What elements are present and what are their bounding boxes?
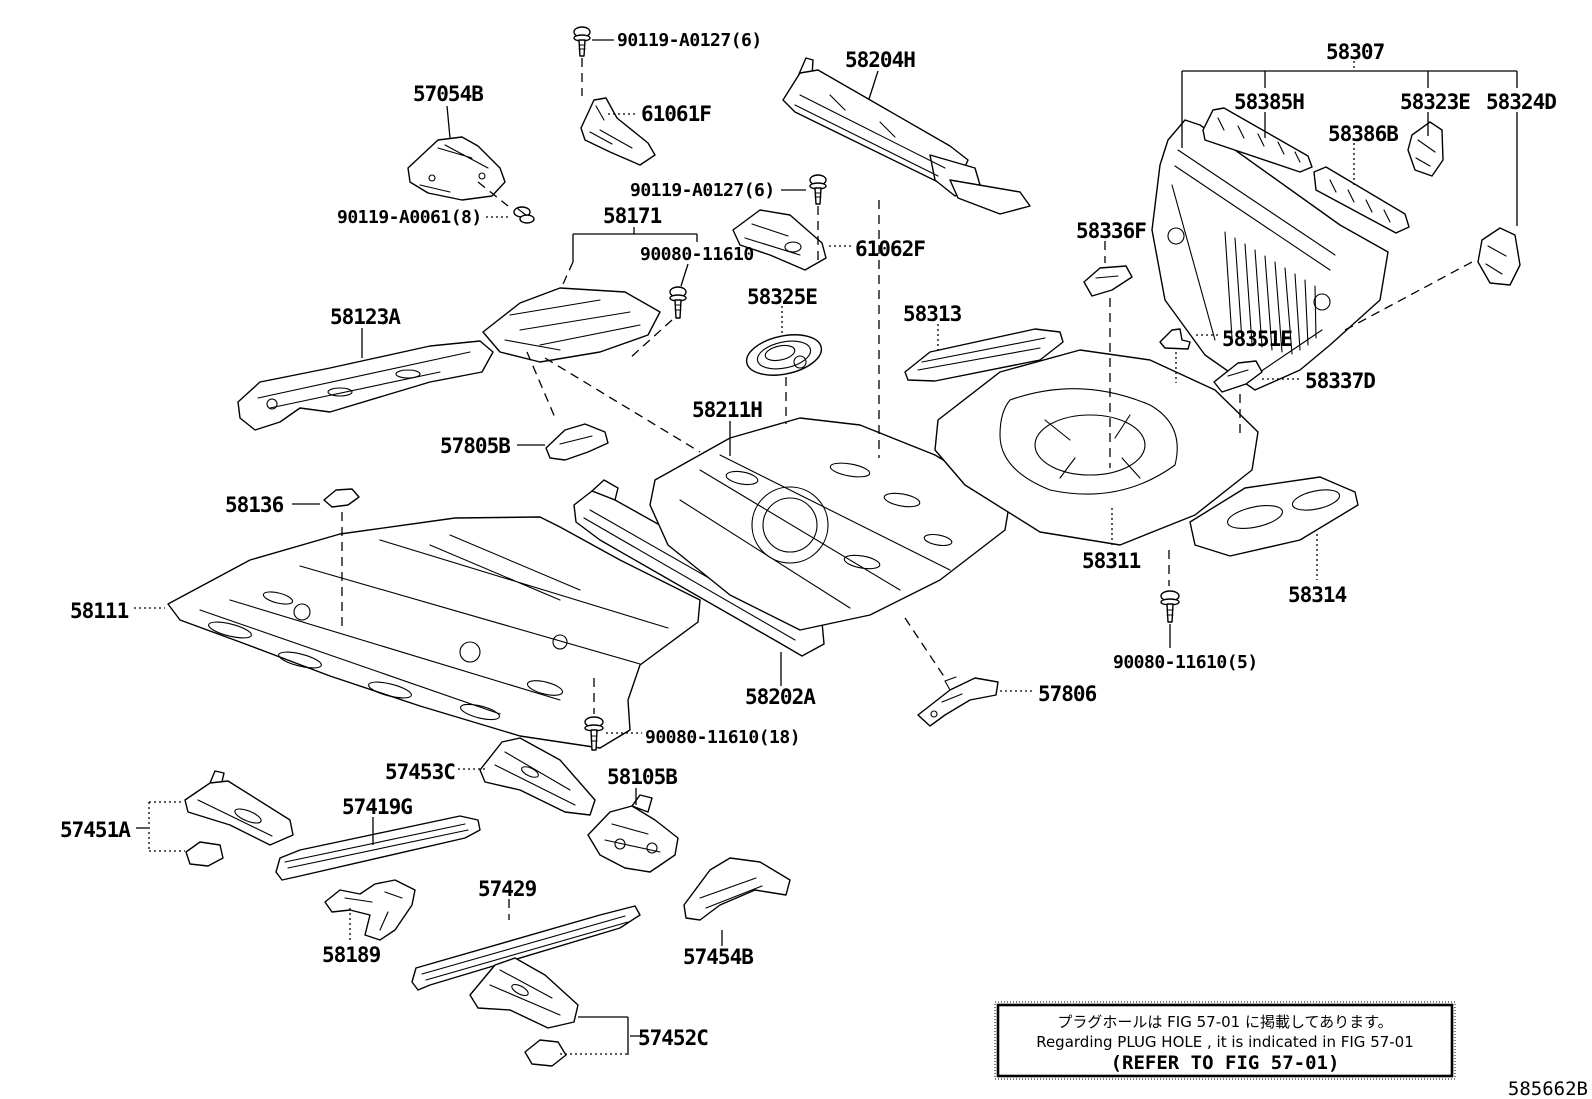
part-57806-bracket-drawing xyxy=(917,676,999,727)
part-57451A-rail-drawing xyxy=(184,770,294,846)
part-number-labels: 90119-A0127(6) 57054B 61061F 58204H 5830… xyxy=(60,30,1557,1050)
part-61061F-drawing xyxy=(580,97,656,166)
label-58171: 58171 xyxy=(603,204,662,228)
part-58386B-reinforcement-drawing xyxy=(1313,166,1410,234)
part-57419G-rail-drawing xyxy=(275,815,481,881)
part-57454B-rail-drawing xyxy=(683,857,791,921)
bolt-icon-90119-A0061 xyxy=(513,206,535,224)
label-57419G: 57419G xyxy=(342,795,412,819)
label-58202A: 58202A xyxy=(745,685,816,709)
label-58313: 58313 xyxy=(903,302,962,326)
label-57429: 57429 xyxy=(478,877,537,901)
part-57453C-member-drawing xyxy=(479,737,596,816)
bolt-icon-90119-A0127-mid xyxy=(809,174,827,205)
part-57452C-bracket-drawing xyxy=(524,1039,567,1067)
part-58323E-bracket-drawing xyxy=(1407,121,1444,177)
part-57805B-bracket-drawing xyxy=(545,423,609,461)
label-57453C: 57453C xyxy=(385,760,455,784)
part-58204H-crossmember-drawing xyxy=(782,57,1031,215)
bolt-icon-90080-11610-5 xyxy=(1160,590,1180,623)
label-58204H: 58204H xyxy=(845,48,915,72)
part-58337D-bracket-drawing xyxy=(1213,360,1263,393)
label-58123A: 58123A xyxy=(330,305,401,329)
label-58111: 58111 xyxy=(70,599,129,623)
label-90080-11610-5: 90080-11610(5) xyxy=(1113,652,1258,673)
part-58202A-crossmember-drawing xyxy=(573,479,825,657)
label-57806: 57806 xyxy=(1038,682,1097,706)
bolt-icon-90080-11610 xyxy=(669,286,687,319)
label-58324D: 58324D xyxy=(1486,90,1556,114)
label-90080-11610-18: 90080-11610(18) xyxy=(645,727,800,748)
part-58136-clip-drawing xyxy=(323,488,360,508)
leader-lines xyxy=(134,39,1518,1055)
note-line-japanese: プラグホールは FIG 57-01 に掲載してあります。 xyxy=(1057,1013,1392,1031)
part-58385H-reinforcement-drawing xyxy=(1202,107,1313,173)
part-57452C-rail-drawing xyxy=(469,957,579,1029)
part-58313-crossmember-drawing xyxy=(904,328,1064,382)
label-58136: 58136 xyxy=(225,493,284,517)
label-58189: 58189 xyxy=(322,943,381,967)
label-58385H: 58385H xyxy=(1234,90,1304,114)
part-57451A-bracket-drawing xyxy=(185,841,224,867)
label-57454B: 57454B xyxy=(683,945,753,969)
label-61061F: 61061F xyxy=(641,102,711,126)
label-57451A: 57451A xyxy=(60,818,131,842)
label-58386B: 58386B xyxy=(1328,122,1398,146)
part-58171-member-drawing xyxy=(482,287,661,363)
note-line-english: Regarding PLUG HOLE , it is indicated in… xyxy=(1036,1033,1414,1051)
bolt-icon-90119-A0127-top xyxy=(573,26,591,57)
part-58111-front-floor-pan-drawing xyxy=(167,516,701,749)
part-57054B-drawing xyxy=(407,136,506,201)
label-57452C: 57452C xyxy=(638,1026,708,1050)
label-58314: 58314 xyxy=(1288,583,1347,607)
label-58307: 58307 xyxy=(1326,40,1385,64)
label-90119-A0127-mid: 90119-A0127(6) xyxy=(630,180,775,201)
label-58311: 58311 xyxy=(1082,549,1141,573)
label-58325E: 58325E xyxy=(747,285,817,309)
label-61062F: 61062F xyxy=(855,237,925,261)
label-58337D: 58337D xyxy=(1305,369,1375,393)
label-90119-A0061: 90119-A0061(8) xyxy=(337,207,482,228)
part-58336F-bracket-drawing xyxy=(1083,265,1133,297)
label-90119-A0127-top: 90119-A0127(6) xyxy=(617,30,762,51)
label-58105B: 58105B xyxy=(607,765,677,789)
label-57054B: 57054B xyxy=(413,82,483,106)
part-61062F-drawing xyxy=(732,209,827,271)
part-58123A-member-drawing xyxy=(237,340,494,431)
label-57805B: 57805B xyxy=(440,434,510,458)
plug-hole-note-box: プラグホールは FIG 57-01 に掲載してあります。 Regarding P… xyxy=(994,1001,1456,1080)
label-58336F: 58336F xyxy=(1076,219,1146,243)
label-58351E: 58351E xyxy=(1222,327,1292,351)
part-58314-panel-drawing xyxy=(1189,476,1359,557)
part-58351E-bracket-drawing xyxy=(1159,328,1191,350)
part-58105B-bracket-drawing xyxy=(587,794,679,873)
bolt-icon-90080-11610-18 xyxy=(584,716,604,751)
part-57429-rail-drawing xyxy=(411,905,641,991)
label-90080-11610: 90080-11610 xyxy=(640,244,754,265)
part-58189-support-drawing xyxy=(324,879,416,941)
part-58211H-center-floor-pan-drawing xyxy=(649,417,1011,631)
label-58211H: 58211H xyxy=(692,398,762,422)
part-58324D-bracket-drawing xyxy=(1477,227,1521,286)
note-line-reference: (REFER TO FIG 57-01) xyxy=(1111,1052,1340,1074)
diagram-code: 585662B xyxy=(1508,1078,1588,1099)
part-58325E-silencer-drawing xyxy=(745,334,823,376)
label-58323E: 58323E xyxy=(1400,90,1470,114)
